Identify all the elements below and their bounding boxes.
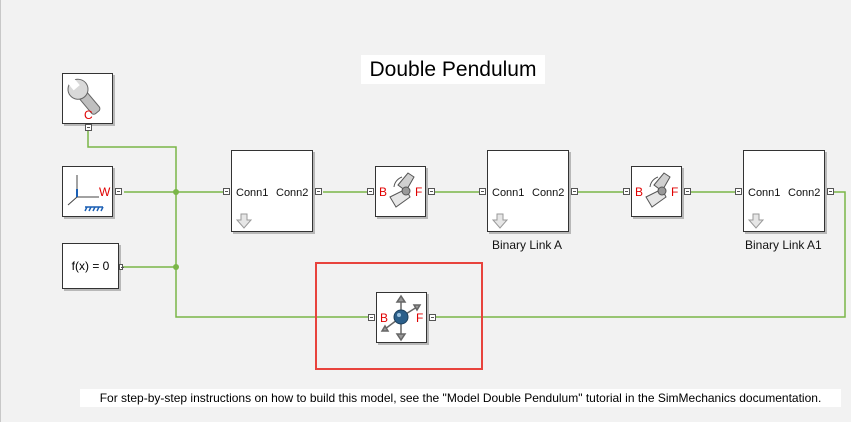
- world-frame-port[interactable]: [115, 188, 122, 195]
- link1-conn2-port[interactable]: [315, 188, 322, 195]
- conn2-label: Conn2: [276, 187, 309, 199]
- port-label-c: C: [84, 108, 93, 122]
- arrow-down-icon: [236, 213, 252, 229]
- conn2-label: Conn2: [788, 187, 821, 199]
- link-block-3[interactable]: Conn1 Conn2: [743, 150, 825, 232]
- wire-6dof-link3: [435, 191, 846, 318]
- link-block-1[interactable]: Conn1 Conn2: [231, 150, 313, 232]
- arrow-down-icon: [492, 213, 508, 229]
- six-dof-follower-port[interactable]: [429, 314, 436, 321]
- constraint-block[interactable]: f(x) = 0: [62, 243, 119, 289]
- wire-solver: [87, 130, 370, 318]
- link2-conn1-port[interactable]: [479, 188, 486, 195]
- solver-port[interactable]: [85, 124, 92, 131]
- revolute-joint-block-2[interactable]: B F: [631, 166, 682, 217]
- link1-conn1-port[interactable]: [223, 188, 230, 195]
- link-caption: Binary Link A: [492, 238, 563, 252]
- link3-conn2-port[interactable]: [827, 188, 834, 195]
- junction-dot: [173, 189, 179, 195]
- junction-dot: [173, 264, 179, 270]
- link3-conn1-port[interactable]: [735, 188, 742, 195]
- port-label-b: B: [380, 311, 389, 325]
- conn1-label: Conn1: [492, 187, 525, 199]
- joint2-follower-port[interactable]: [684, 188, 691, 195]
- arrow-down-icon: [748, 213, 764, 229]
- solver-configuration-block[interactable]: C: [62, 73, 113, 124]
- revolute-joint-icon: [389, 172, 415, 208]
- conn1-label: Conn1: [748, 187, 781, 199]
- port-label-w: W: [99, 185, 111, 199]
- port-label-b: B: [635, 185, 644, 199]
- port-label-f: F: [671, 185, 679, 199]
- joint2-base-port[interactable]: [623, 188, 630, 195]
- joint1-follower-port[interactable]: [428, 188, 435, 195]
- conn1-label: Conn1: [236, 187, 269, 199]
- page-title: Double Pendulum: [361, 55, 545, 84]
- six-dof-base-port[interactable]: [368, 314, 375, 321]
- conn2-label: Conn2: [532, 187, 565, 199]
- port-label-f: F: [415, 185, 423, 199]
- port-label-b: B: [379, 185, 388, 199]
- link-block-2[interactable]: Conn1 Conn2: [487, 150, 569, 232]
- canvas-edge: [0, 0, 1, 422]
- link2-conn2-port[interactable]: [571, 188, 578, 195]
- constraint-label: f(x) = 0: [71, 259, 110, 273]
- world-frame-axes-icon: [67, 175, 104, 212]
- joint1-base-port[interactable]: [367, 188, 374, 195]
- wrench-icon: [67, 77, 101, 115]
- six-dof-joint-block[interactable]: B F: [376, 292, 427, 343]
- constraint-port[interactable]: [119, 264, 124, 270]
- world-frame-block[interactable]: W: [62, 166, 113, 217]
- selection-highlight: [315, 262, 483, 370]
- port-label-f: F: [416, 311, 424, 325]
- six-dof-joint-icon: [380, 294, 422, 342]
- revolute-joint-block-1[interactable]: B F: [375, 166, 426, 217]
- documentation-note: For step-by-step instructions on how to …: [80, 389, 841, 407]
- revolute-joint-icon: [645, 172, 671, 208]
- link-caption: Binary Link A1: [745, 238, 822, 252]
